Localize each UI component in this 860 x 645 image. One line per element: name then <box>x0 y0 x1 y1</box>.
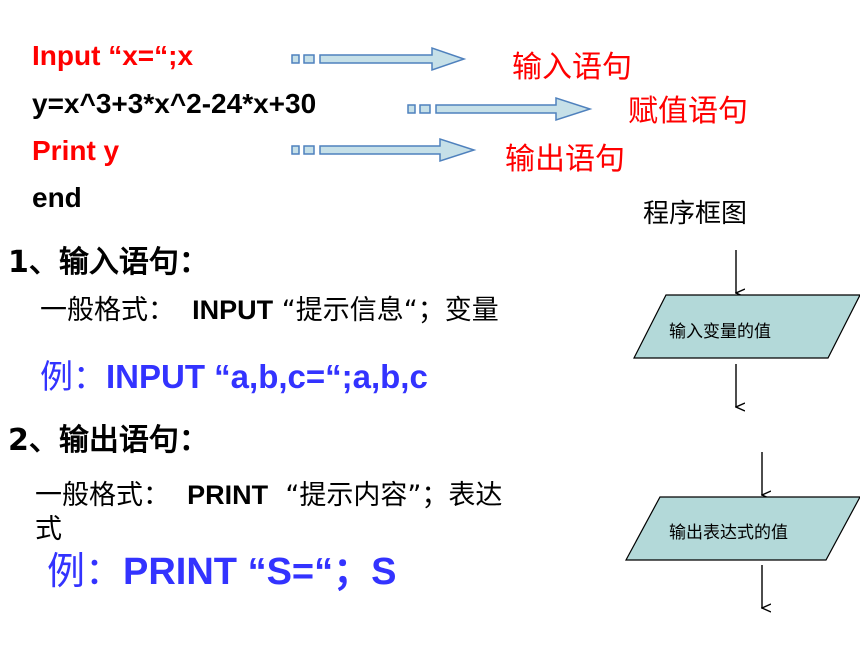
section2-heading: 2、输出语句： <box>8 423 209 458</box>
section1-example: 例：INPUT “a,b,c=“;a,b,c <box>40 350 428 398</box>
section2-format-prefix: 一般格式： <box>35 480 170 511</box>
label-print-statement: 输出语句 <box>505 142 625 177</box>
section2-format-code: PRINT <box>187 480 269 510</box>
print-arrow-icon <box>291 137 477 163</box>
output-box-label: 输出表达式的值 <box>669 523 788 543</box>
code-print-line: Print y <box>32 135 120 166</box>
input-box-label: 输入变量的值 <box>669 322 771 342</box>
assign-arrow-icon <box>407 96 593 122</box>
flowchart-title: 程序框图 <box>643 199 748 229</box>
section2-format-wrap: 式 <box>35 514 62 545</box>
label-assign-statement: 赋值语句 <box>628 94 748 129</box>
code-input-line: Input “x=“;x <box>32 40 194 71</box>
section2-format-suffix: “提示内容”；表达 <box>285 480 503 511</box>
label-input-statement: 输入语句 <box>512 50 632 85</box>
section2-format: 一般格式： PRINT “提示内容”；表达 <box>35 473 502 512</box>
flowchart <box>624 250 860 620</box>
section2-example-code: PRINT “S=“；S <box>123 551 397 593</box>
input-arrow-icon <box>291 46 467 72</box>
code-assign-line: y=x^3+3*x^2-24*x+30 <box>32 88 317 119</box>
section1-example-code: INPUT “a,b,c=“;a,b,c <box>106 358 428 395</box>
input-box-shape <box>633 294 860 359</box>
section1-format-suffix: “提示信息“；变量 <box>281 295 499 326</box>
section1-heading: 1、输入语句： <box>8 245 209 280</box>
section2-example-prefix: 例： <box>47 549 124 593</box>
section1-format: 一般格式： INPUT “提示信息“；变量 <box>40 288 499 327</box>
section2-example: 例：PRINT “S=“；S <box>47 540 396 595</box>
output-box-shape <box>624 496 860 561</box>
section1-format-code: INPUT <box>192 295 274 325</box>
section1-example-prefix: 例： <box>40 357 106 396</box>
section1-format-prefix: 一般格式： <box>40 295 175 326</box>
code-end-line: end <box>32 182 82 213</box>
